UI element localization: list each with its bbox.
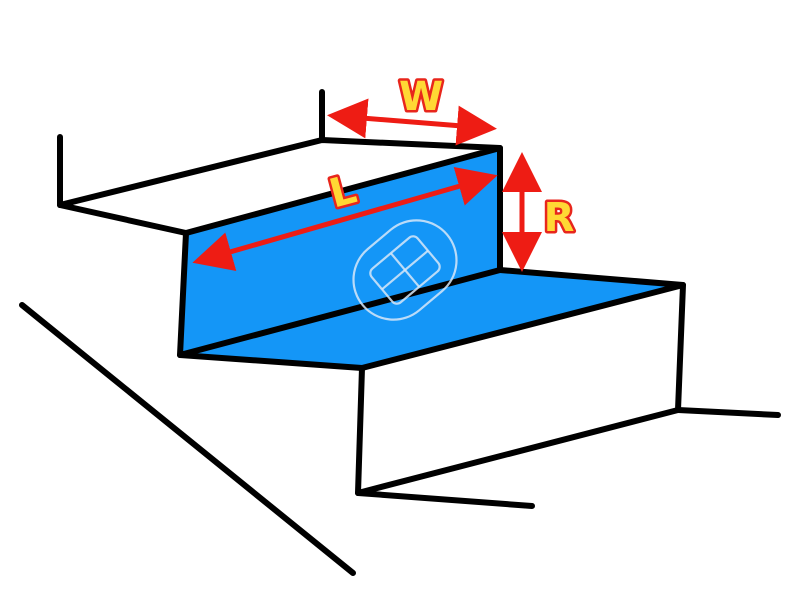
tread-face (180, 270, 683, 368)
rise-label: R (544, 195, 575, 241)
lower-floor-line-right (675, 407, 781, 418)
tread-outline (177, 267, 686, 371)
lower-floor-line-front (355, 490, 535, 509)
riser-outline (177, 145, 503, 358)
width-label: W (399, 74, 443, 120)
lower-riser-outline (355, 282, 686, 496)
length-arrow (192, 167, 498, 271)
stringer-line (19, 302, 356, 576)
width-arrow (327, 98, 497, 146)
